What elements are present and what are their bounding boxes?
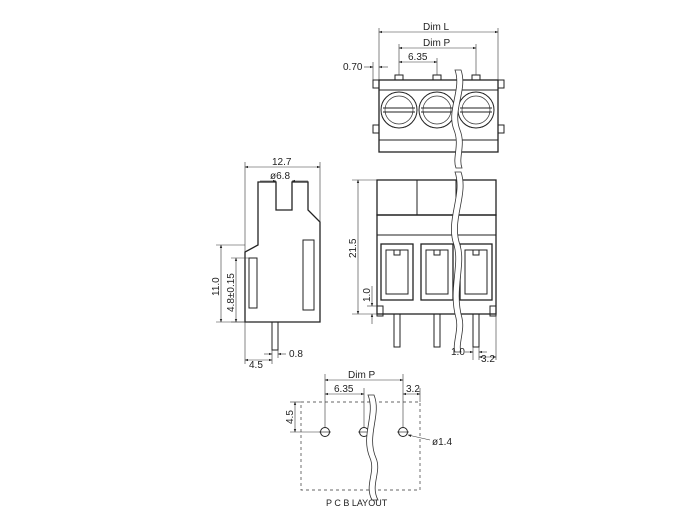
- top-dim-l-label: Dim L: [423, 22, 450, 33]
- front-view: 21.5 1.0 1.0 3.2: [348, 171, 497, 365]
- side-view: 12.7 ø6.8 11.0 4.8±0.15 4.5 0.8: [211, 157, 321, 371]
- front-bottom-a-label: 1.0: [451, 347, 465, 358]
- top-pitch-label: 6.35: [408, 52, 428, 63]
- side-width-label: 12.7: [272, 157, 292, 168]
- front-height-label: 21.5: [348, 238, 359, 258]
- pcb-hole-diameter-label: ø1.4: [432, 437, 452, 448]
- pcb-dim-p-label: Dim P: [348, 370, 376, 381]
- front-pin-length-label: 1.0: [362, 288, 373, 302]
- top-dim-p-label: Dim P: [423, 38, 451, 49]
- wire-entry-1: [380, 243, 414, 301]
- side-pin-width-label: 0.8: [289, 349, 303, 360]
- screw-3: [457, 91, 495, 129]
- side-height-label: 11.0: [211, 277, 222, 296]
- pcb-layout-caption: P C B LAYOUT: [326, 498, 388, 508]
- wire-entry-2: [420, 243, 454, 301]
- wire-entry-3: [459, 243, 493, 301]
- pcb-hole-offset-label: 4.5: [285, 410, 296, 424]
- pcb-edge-label: 3.2: [406, 384, 420, 395]
- screw-1: [380, 91, 418, 129]
- front-bottom-b-label: 3.2: [481, 354, 495, 365]
- top-offset-label: 0.70: [343, 62, 363, 73]
- side-pin-height-label: 4.8±0.15: [226, 273, 237, 312]
- side-pin-offset-label: 4.5: [249, 360, 263, 371]
- screw-2: [418, 91, 456, 129]
- side-diameter-label: ø6.8: [270, 171, 290, 182]
- pcb-pitch-label: 6.35: [334, 384, 354, 395]
- pcb-layout: Dim P 6.35 3.2 4.5 ø1.4 P C B LAYOUT: [285, 370, 452, 508]
- top-view: Dim L Dim P 6.35 0.70: [343, 22, 505, 169]
